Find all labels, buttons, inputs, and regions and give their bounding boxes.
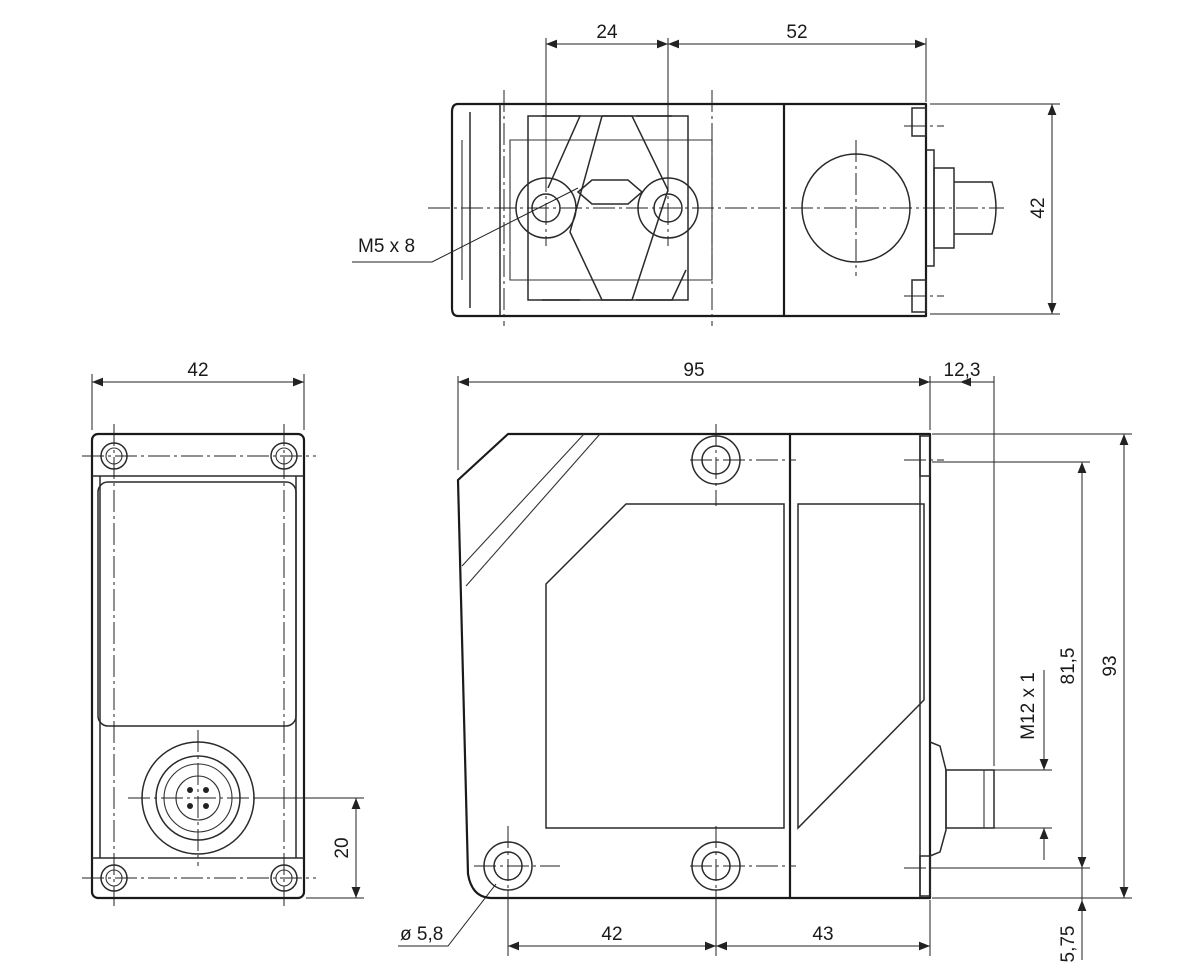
thread-callout-label: M5 x 8: [358, 236, 415, 257]
side-connector-thread: [945, 769, 995, 829]
dim-connector-height-label: 20: [332, 837, 353, 858]
front-window: [545, 503, 785, 829]
dim-hole-spacing-label: 24: [596, 22, 618, 43]
dim-hole-vertical-spacing-label: 81,5: [1058, 648, 1079, 685]
end-view-outline: [90, 432, 306, 900]
end-view-window: [97, 481, 297, 727]
dim-hole-spacing-left-label: 42: [601, 924, 622, 945]
dim-bottom-offset-label: 5,75: [1058, 926, 1079, 963]
dim-width-top-label: 42: [1028, 197, 1049, 218]
side-connector-nut: [929, 741, 947, 857]
hole-diameter-label: ø 5,8: [400, 924, 443, 945]
dim-hole-to-front-label: 52: [786, 22, 807, 43]
mounting-bracket: [527, 115, 689, 301]
connector-thread-label: M12 x 1: [1018, 672, 1039, 740]
top-view-outline: [450, 102, 928, 318]
dim-width-end-label: 42: [187, 360, 208, 381]
side-view-outline: [456, 432, 932, 900]
dim-length-label: 95: [683, 360, 704, 381]
rear-window: [797, 503, 925, 830]
side-view: 95 12,3 93 81,5 M12 x 1 5,75 42 43: [398, 360, 1132, 962]
dim-height-label: 93: [1100, 655, 1121, 676]
top-view: 24 52 42 M5 x 8: [352, 22, 1060, 326]
dim-connector-protrusion-label: 12,3: [944, 360, 981, 381]
dim-hole-spacing-right-label: 43: [812, 924, 833, 945]
end-view: 42 20: [82, 360, 364, 906]
